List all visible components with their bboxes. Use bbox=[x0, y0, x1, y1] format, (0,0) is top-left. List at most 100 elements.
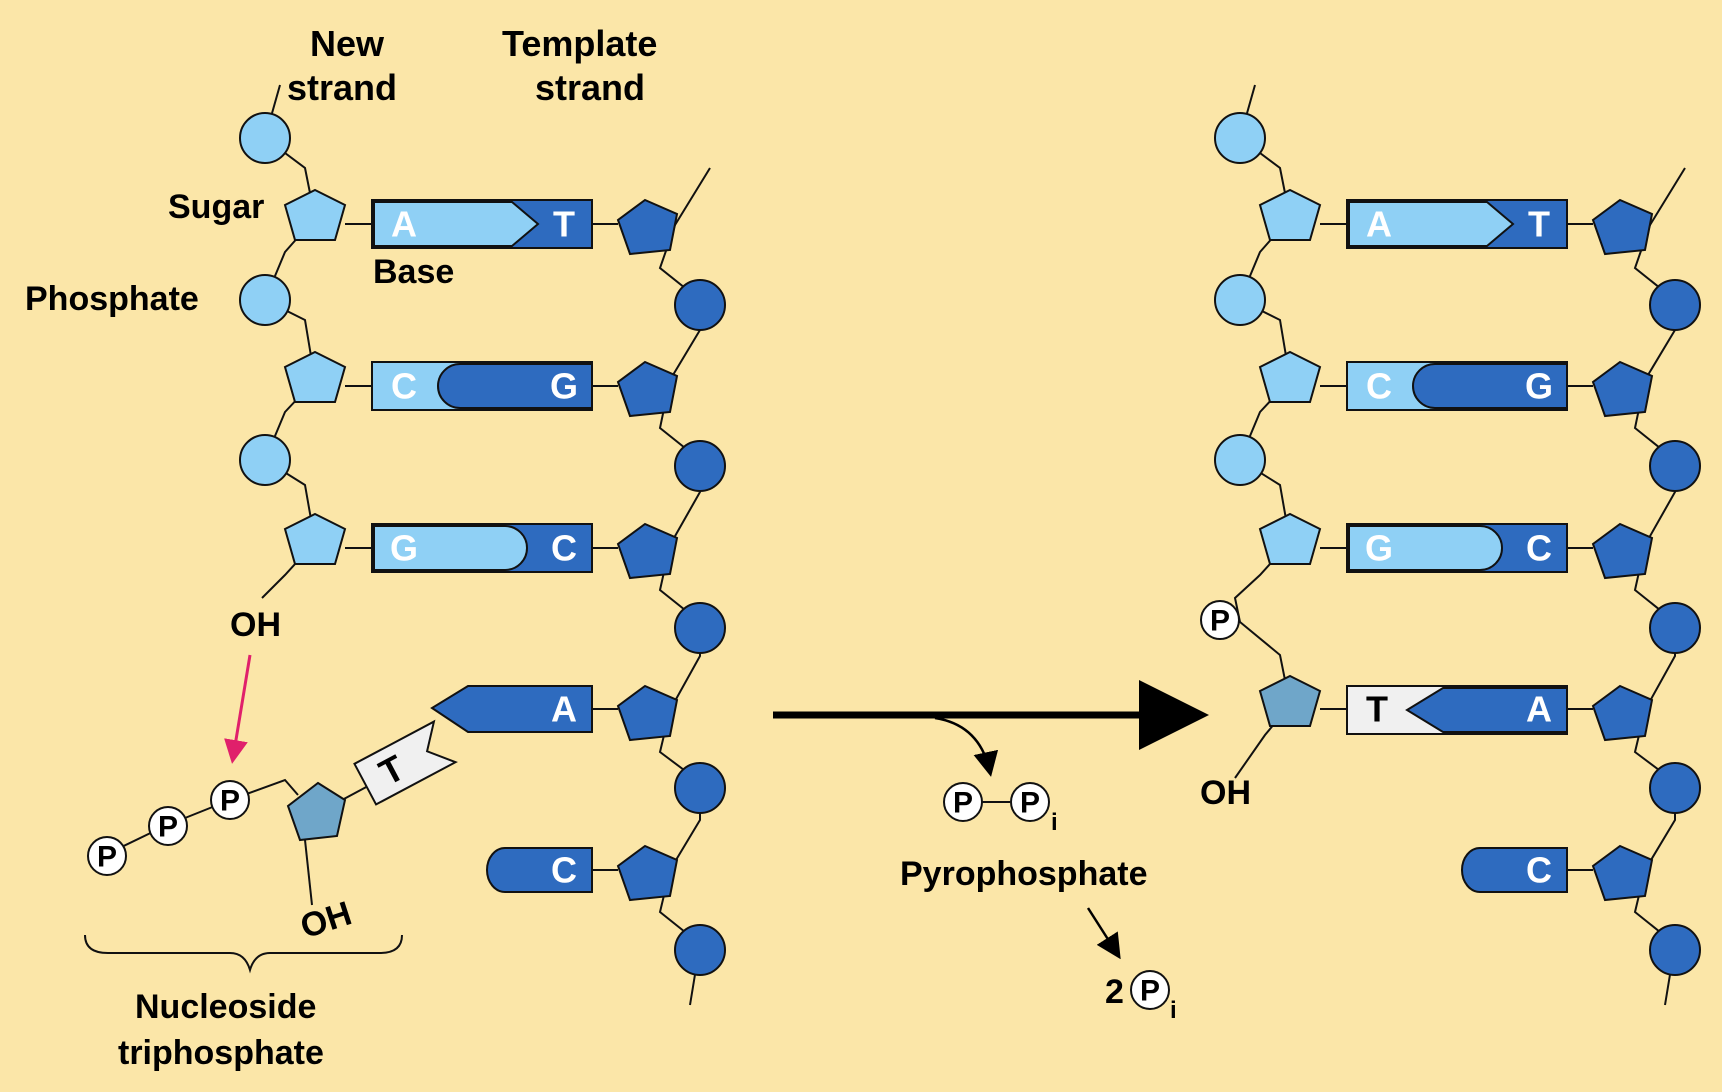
phosphate-circle bbox=[1214, 434, 1266, 486]
template-strand-label: Template bbox=[502, 23, 657, 64]
phosphate-circle bbox=[239, 434, 291, 486]
new-strand-label: strand bbox=[287, 67, 397, 108]
sugar-pentagon bbox=[1591, 522, 1654, 580]
brace bbox=[84, 934, 403, 974]
sugar-pentagon bbox=[1591, 360, 1654, 418]
base-pair-a-t: A T bbox=[1346, 199, 1568, 249]
new-strand-backbone bbox=[1233, 84, 1292, 779]
base-letter: C bbox=[551, 528, 577, 569]
sugar-pentagon bbox=[1258, 674, 1322, 727]
phosphate-circle bbox=[1649, 440, 1701, 492]
base-pair-a-t: A T bbox=[371, 199, 593, 249]
phosphate-p-letter: P bbox=[1140, 975, 1160, 1008]
phosphate-circle bbox=[1649, 924, 1701, 976]
nucleoside-triphosphate-label: Nucleoside bbox=[135, 988, 316, 1026]
base-letter: G bbox=[1365, 528, 1393, 569]
base-label: Base bbox=[373, 253, 454, 291]
hydrolysis-arrow bbox=[1086, 907, 1121, 960]
base-letter: G bbox=[390, 528, 418, 569]
phosphate-circle bbox=[1130, 970, 1170, 1010]
base-letter: G bbox=[1525, 366, 1553, 407]
phosphate-circle bbox=[87, 836, 127, 876]
sugar-pentagon bbox=[283, 512, 347, 565]
sugar-label: Sugar bbox=[168, 188, 264, 226]
sugar-pentagon bbox=[1258, 512, 1322, 565]
phosphate-p-letter: P bbox=[1020, 787, 1040, 820]
sugar-pentagon bbox=[286, 781, 347, 842]
base-letter: A bbox=[551, 689, 577, 730]
template-base-a: A bbox=[430, 685, 593, 733]
sugar-pentagon bbox=[283, 350, 347, 403]
template-strand-label: strand bbox=[535, 67, 645, 108]
phosphate-circle bbox=[1214, 112, 1266, 164]
subscript-i: i bbox=[1051, 809, 1058, 836]
byproduct-arrow bbox=[934, 716, 999, 777]
base-pair-t-a: T A bbox=[1346, 685, 1568, 735]
base-letter: A bbox=[1366, 204, 1392, 245]
phosphate-circle bbox=[1649, 602, 1701, 654]
base-pair-c-g: C G bbox=[371, 361, 593, 411]
phosphate-circle bbox=[1200, 600, 1240, 640]
sugar-pentagon bbox=[616, 360, 679, 418]
sugar-pentagon bbox=[1258, 350, 1322, 403]
phosphate-circle bbox=[674, 279, 726, 331]
base-letter: T bbox=[553, 204, 575, 245]
sugar-pentagon bbox=[1258, 188, 1322, 241]
base-pair-g-c: G C bbox=[371, 523, 593, 573]
phosphate-circle bbox=[148, 806, 188, 846]
sugar-pentagon bbox=[1591, 198, 1654, 256]
phosphate-circle bbox=[210, 780, 250, 820]
base-letter: A bbox=[1526, 689, 1552, 730]
nucleoside-triphosphate-label: triphosphate bbox=[118, 1034, 324, 1072]
oh-label: OH bbox=[230, 606, 281, 644]
oh-label: OH bbox=[1200, 774, 1251, 812]
phosphate-circle bbox=[1214, 274, 1266, 326]
right-panel: P A T C G G C T A bbox=[1200, 84, 1701, 1006]
oh-label: OH bbox=[296, 894, 356, 946]
template-base-c: C bbox=[486, 847, 593, 893]
phosphate-circle bbox=[674, 440, 726, 492]
new-strand-label: New bbox=[310, 23, 385, 64]
sugar-pentagon bbox=[616, 684, 679, 742]
phosphate-p-letter: P bbox=[220, 785, 240, 818]
phosphate-p-letter: P bbox=[97, 841, 117, 874]
phosphate-p-letter: P bbox=[158, 811, 178, 844]
phosphate-circle bbox=[674, 602, 726, 654]
sugar-pentagon bbox=[283, 188, 347, 241]
base-letter: C bbox=[1526, 850, 1552, 891]
base-letter: A bbox=[391, 204, 417, 245]
coefficient-2: 2 bbox=[1105, 973, 1124, 1011]
subscript-i: i bbox=[1170, 997, 1177, 1024]
nucleoside-triphosphate: T P P P bbox=[87, 719, 458, 906]
phosphate-circle bbox=[674, 924, 726, 976]
left-panel: A T C G G C A C bbox=[25, 23, 726, 1072]
phosphate-label: Phosphate bbox=[25, 280, 199, 318]
base-pair-g-c: G C bbox=[1346, 523, 1568, 573]
base-letter: T bbox=[1366, 689, 1388, 730]
base-letter: G bbox=[550, 366, 578, 407]
pyrophosphate-label: Pyrophosphate bbox=[900, 855, 1147, 893]
base-letter: C bbox=[1526, 528, 1552, 569]
phosphate-p-letter: P bbox=[953, 787, 973, 820]
base-letter: T bbox=[1528, 204, 1550, 245]
sugar-pentagon bbox=[1591, 684, 1654, 742]
base-letter: C bbox=[551, 850, 577, 891]
sugar-pentagon bbox=[616, 844, 679, 902]
base-pair-c-g: C G bbox=[1346, 361, 1568, 411]
phosphate-circle bbox=[239, 112, 291, 164]
phosphate-circle bbox=[239, 274, 291, 326]
phosphate-circle bbox=[1649, 279, 1701, 331]
reaction-arrow-group: P P i Pyrophosphate 2 P i bbox=[773, 680, 1209, 1024]
template-base-c: C bbox=[1461, 847, 1568, 893]
phosphate-circle bbox=[674, 762, 726, 814]
sugar-pentagon bbox=[616, 198, 679, 256]
base-letter: C bbox=[391, 366, 417, 407]
attack-arrow bbox=[224, 654, 252, 764]
sugar-pentagon bbox=[616, 522, 679, 580]
phosphate-circle bbox=[1010, 782, 1050, 822]
base-letter: C bbox=[1366, 366, 1392, 407]
phosphate-p-letter: P bbox=[1210, 605, 1230, 638]
phosphate-circle bbox=[1649, 762, 1701, 814]
